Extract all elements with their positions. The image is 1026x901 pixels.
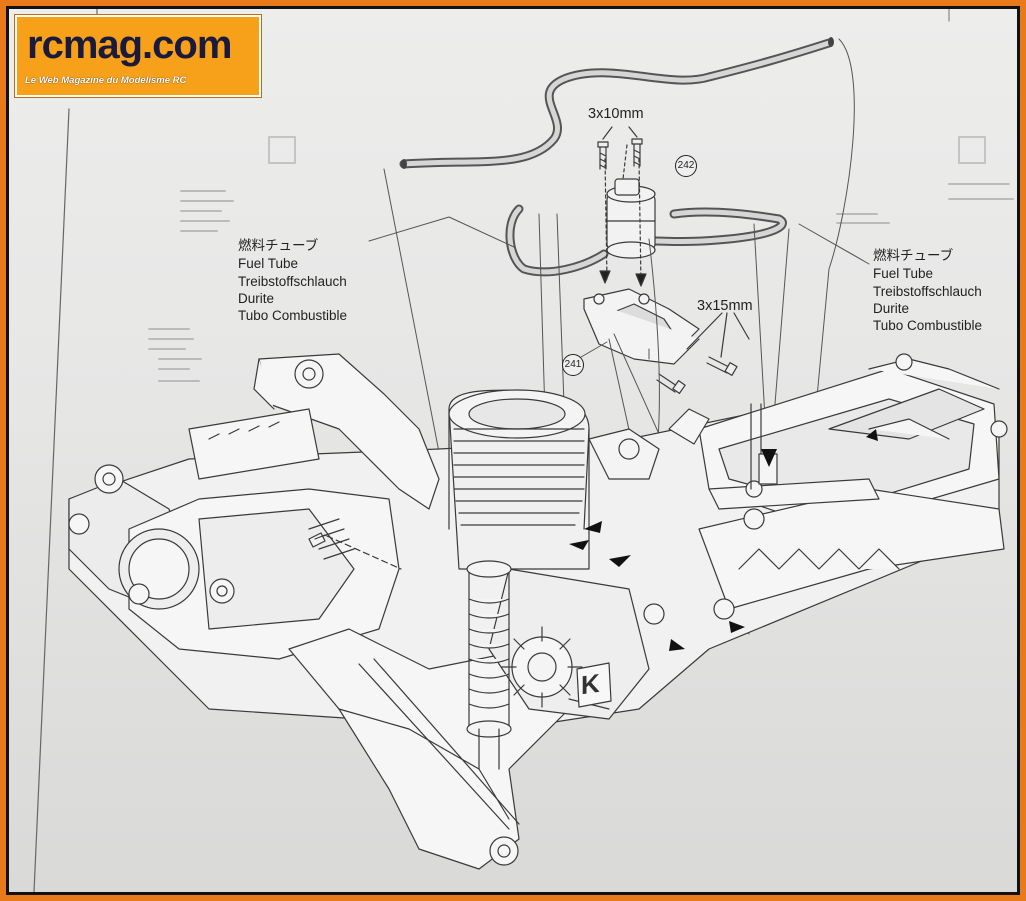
insertion-arrows — [569, 429, 878, 651]
rcmag-logo: rcmag.com Le Web Magazine du Modelisme R… — [15, 15, 261, 97]
logo-wordmark: rcmag.com — [27, 23, 232, 67]
fuel-tube-label-left-es: Tubo Combustible — [238, 308, 348, 323]
lower-mount-241 — [583, 288, 700, 365]
fuel-tube-top — [399, 37, 834, 169]
screw-3x10-icon — [597, 126, 643, 170]
part-callout-241: 241 — [562, 354, 584, 376]
page-margin-line — [33, 108, 70, 892]
faded-background-text — [148, 136, 1014, 382]
screw-size-upper-label: 3x10mm — [588, 106, 644, 122]
upper-mount-242 — [606, 178, 656, 259]
engine-logo-letter: K — [581, 667, 600, 701]
photo-frame: rcmag.com Le Web Magazine du Modelisme R… — [6, 6, 1020, 895]
fuel-tube-right — [649, 207, 787, 246]
fuel-tube-label-right-es: Tubo Combustible — [873, 318, 983, 333]
fuel-tube-left — [505, 204, 609, 277]
manual-page: rcmag.com Le Web Magazine du Modelisme R… — [9, 9, 1017, 892]
throttle-linkage — [643, 353, 1008, 625]
fuel-tube-label-left-jp: 燃料チューブ — [238, 238, 319, 253]
screw-3x15-icon — [656, 312, 750, 394]
fuel-tube-label-right-jp: 燃料チューブ — [873, 248, 954, 263]
fuel-tube-label-left-en: Fuel Tube — [238, 256, 299, 271]
fuel-tube-label-right-de: Treibstoffschlauch — [873, 284, 982, 299]
fuel-tube-label-left-fr: Durite — [238, 291, 275, 306]
assembly-diagram — [33, 9, 1014, 892]
fuel-tube-label-right-en: Fuel Tube — [873, 266, 934, 281]
engine — [308, 389, 660, 770]
screw-size-lower-label: 3x15mm — [697, 298, 753, 314]
fuel-tube-label-left-de: Treibstoffschlauch — [238, 274, 347, 289]
logo-tagline: Le Web Magazine du Modelisme RC — [25, 75, 187, 86]
fuel-tube-label-right-fr: Durite — [873, 301, 910, 316]
part-callout-242: 242 — [675, 155, 697, 177]
